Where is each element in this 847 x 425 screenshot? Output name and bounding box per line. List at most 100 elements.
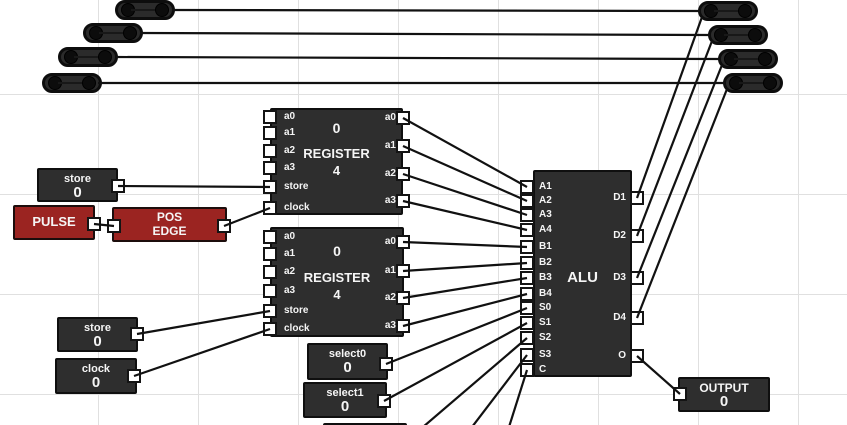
select1-pin-out[interactable] — [377, 394, 391, 408]
register2-pin-a0-out[interactable] — [396, 235, 410, 249]
wire-toggle3-to-led3[interactable] — [115, 55, 721, 61]
wire-toggle1-to-led1[interactable] — [171, 8, 701, 13]
wire-reg1a1-to-A2[interactable] — [402, 144, 528, 203]
store1-pin-out[interactable] — [111, 179, 125, 193]
alu-pin-S2[interactable] — [520, 331, 534, 345]
alu-pin-A2[interactable] — [520, 194, 534, 208]
alu-pin-B3[interactable] — [520, 271, 534, 285]
wire-select1-to-S1[interactable] — [383, 322, 528, 402]
pin-label: a0 — [284, 230, 296, 242]
alu-pin-A4[interactable] — [520, 223, 534, 237]
pin-label: a1 — [384, 139, 396, 151]
register2-pin-a1-in[interactable] — [263, 247, 277, 261]
output-toggle-4[interactable] — [723, 73, 783, 93]
alu-pin-C[interactable] — [520, 363, 534, 377]
output-toggle-3[interactable] — [718, 49, 778, 69]
wire-reg1a2-to-A3[interactable] — [402, 172, 528, 217]
register2-pin-a3-out[interactable] — [396, 319, 410, 333]
pin-label: a1 — [284, 247, 296, 259]
alu-pin-A3[interactable] — [520, 208, 534, 222]
wire-reg2a1-to-B2[interactable] — [402, 261, 528, 273]
pin-label: a0 — [384, 235, 396, 247]
wire-store2-to-register2-store[interactable] — [136, 309, 271, 336]
pos-edge-pin-in[interactable] — [107, 219, 121, 233]
alu-pin-D1[interactable] — [630, 191, 644, 205]
alu-pin-B2[interactable] — [520, 256, 534, 270]
store1-block[interactable]: store 0 — [37, 168, 118, 202]
alu-pin-S3[interactable] — [520, 348, 534, 362]
wire-reg2a3-to-B4[interactable] — [402, 292, 528, 328]
input-toggle-4[interactable] — [42, 73, 102, 93]
store2-block[interactable]: store 0 — [57, 317, 138, 352]
alu-pin-D4[interactable] — [630, 311, 644, 325]
register1-pin-a3-out[interactable] — [396, 194, 410, 208]
wire-clock-to-register2-clock[interactable] — [133, 327, 271, 378]
register2-pin-a0-in[interactable] — [263, 230, 277, 244]
clock-pin-out[interactable] — [127, 369, 141, 383]
register2-subtitle: 4 — [333, 287, 341, 302]
register2-block[interactable]: 0 REGISTER 4 — [270, 227, 404, 337]
select1-block[interactable]: select1 0 — [303, 382, 387, 418]
pos-edge-block[interactable]: POS EDGE — [112, 207, 227, 242]
register1-block[interactable]: 0 REGISTER 4 — [270, 108, 403, 215]
select0-block[interactable]: select0 0 — [307, 343, 388, 380]
register1-pin-a0-out[interactable] — [396, 111, 410, 125]
output-block[interactable]: OUTPUT 0 — [678, 377, 770, 412]
register1-pin-a3-in[interactable] — [263, 161, 277, 175]
input-toggle-2[interactable] — [83, 23, 143, 43]
register1-pin-clock[interactable] — [263, 201, 277, 215]
alu-pin-S1[interactable] — [520, 316, 534, 330]
wire-reg1a0-to-A1[interactable] — [402, 117, 528, 188]
register2-pin-a2-out[interactable] — [396, 291, 410, 305]
wire-reg1a3-to-A4[interactable] — [402, 199, 528, 232]
pulse-block[interactable]: PULSE — [13, 205, 95, 240]
register1-pin-a2-in[interactable] — [263, 144, 277, 158]
toggle-dot-icon — [758, 52, 772, 66]
wire-D3-to-led3[interactable] — [635, 64, 724, 279]
alu-block[interactable]: ALU — [533, 170, 632, 377]
wire-D1-to-led1[interactable] — [635, 16, 704, 199]
wire-D2-to-led2[interactable] — [635, 40, 714, 237]
alu-pin-D2[interactable] — [630, 229, 644, 243]
register2-pin-a3-in[interactable] — [263, 284, 277, 298]
alu-pin-B1[interactable] — [520, 240, 534, 254]
alu-pin-S0[interactable] — [520, 301, 534, 315]
register2-pin-a1-out[interactable] — [396, 264, 410, 278]
wire-offscreen-to-S3[interactable] — [472, 354, 528, 425]
register2-pin-clock[interactable] — [263, 322, 277, 336]
wire-reg2a2-to-B3[interactable] — [402, 276, 528, 300]
output-pin-in[interactable] — [673, 387, 687, 401]
output-toggle-2[interactable] — [708, 25, 768, 45]
register1-pin-a1-out[interactable] — [396, 139, 410, 153]
alu-pin-D3[interactable] — [630, 271, 644, 285]
clock-block[interactable]: clock 0 — [55, 358, 137, 394]
partial-block-bottom[interactable] — [323, 423, 407, 425]
register1-pin-a1-in[interactable] — [263, 126, 277, 140]
pulse-pin-out[interactable] — [87, 217, 101, 231]
register2-pin-store[interactable] — [263, 304, 277, 318]
wire-offscreen-to-C[interactable] — [508, 369, 529, 425]
toggle-bar — [99, 32, 127, 34]
input-toggle-1[interactable] — [115, 0, 175, 20]
alu-pin-A1[interactable] — [520, 180, 534, 194]
wire-offscreen-to-S2[interactable] — [423, 337, 528, 425]
wire-store1-to-register1-store[interactable] — [117, 184, 271, 189]
pin-label: a1 — [284, 126, 296, 138]
wire-reg2a0-to-B1[interactable] — [402, 240, 528, 249]
wire-select0-to-S0[interactable] — [385, 306, 528, 366]
wire-toggle2-to-led2[interactable] — [139, 31, 711, 37]
output-toggle-1[interactable] — [698, 1, 758, 21]
register1-pin-store[interactable] — [263, 180, 277, 194]
toggle-bar — [58, 82, 86, 84]
alu-pin-O[interactable] — [630, 349, 644, 363]
register1-pin-a0-in[interactable] — [263, 110, 277, 124]
pos-edge-pin-out[interactable] — [217, 219, 231, 233]
input-toggle-3[interactable] — [58, 47, 118, 67]
register1-pin-a2-out[interactable] — [396, 167, 410, 181]
alu-pin-B4[interactable] — [520, 287, 534, 301]
register2-pin-a2-in[interactable] — [263, 265, 277, 279]
store2-pin-out[interactable] — [130, 327, 144, 341]
select0-pin-out[interactable] — [379, 357, 393, 371]
wire-D4-to-led4[interactable] — [635, 88, 729, 319]
